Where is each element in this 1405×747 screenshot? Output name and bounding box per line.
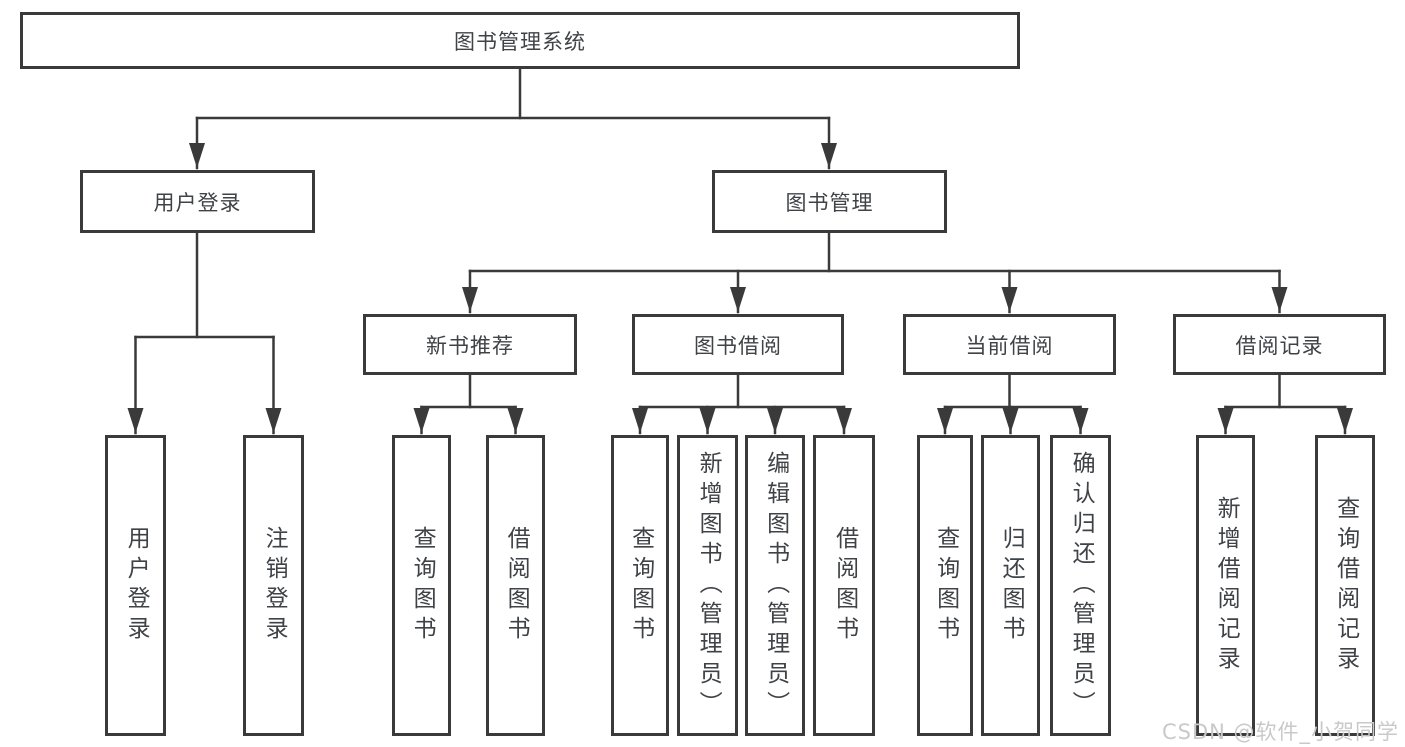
leaf-user-login: 用户登录 — [105, 435, 166, 736]
leaf-return-books: 归还图书 — [981, 435, 1040, 736]
leaf-query-borrow-record: 查询借阅记录 — [1315, 435, 1375, 736]
csdn-watermark: CSDN @软件_小贺同学 — [1162, 720, 1400, 744]
leaf-logout-login: 注销登录 — [243, 435, 304, 736]
node-new-book-recommend: 新书推荐 — [363, 314, 577, 375]
node-current-borrow: 当前借阅 — [903, 314, 1116, 375]
leaf-borrow-books: 借阅图书 — [813, 435, 875, 736]
leaf-query-books-current: 查询图书 — [917, 435, 973, 736]
leaf-add-borrow-record: 新增借阅记录 — [1196, 435, 1255, 736]
leaf-confirm-return-admin: 确认归还（管理员） — [1050, 435, 1111, 736]
node-borrow-records: 借阅记录 — [1173, 314, 1386, 375]
leaf-borrow-books-recommend: 借阅图书 — [486, 435, 545, 736]
leaf-edit-books-admin: 编辑图书（管理员） — [745, 435, 805, 736]
leaf-query-books-borrow: 查询图书 — [611, 435, 669, 736]
leaf-add-books-admin: 新增图书（管理员） — [677, 435, 738, 736]
node-book-management-system: 图书管理系统 — [20, 12, 1020, 69]
node-book-management: 图书管理 — [712, 170, 947, 233]
leaf-query-books-recommend: 查询图书 — [392, 435, 451, 736]
node-book-borrow: 图书借阅 — [632, 314, 844, 375]
node-user-login: 用户登录 — [80, 170, 315, 233]
